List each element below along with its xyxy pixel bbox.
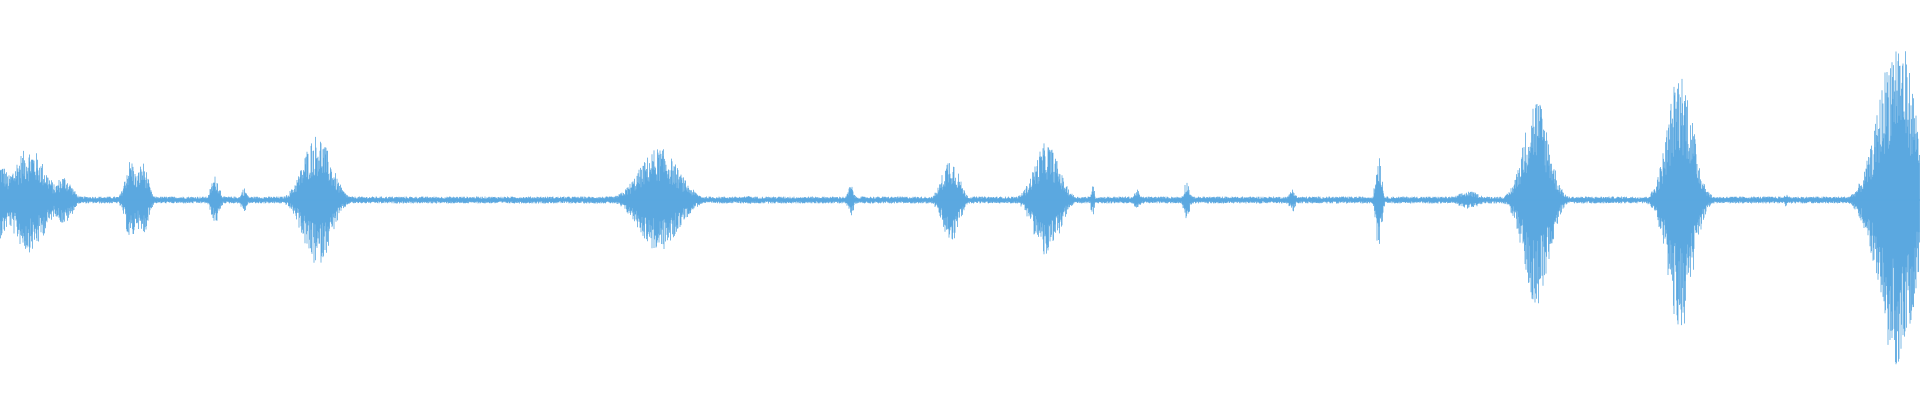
waveform-path	[0, 51, 1920, 365]
waveform-trace	[0, 51, 1920, 365]
